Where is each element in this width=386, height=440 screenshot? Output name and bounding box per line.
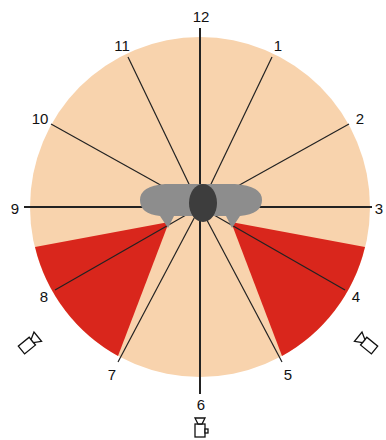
clock-number: 12 [193, 8, 210, 25]
shoulders [140, 184, 262, 228]
cameras [18, 332, 379, 437]
clock-number: 2 [356, 110, 364, 127]
clock-number: 8 [40, 288, 48, 305]
clock-number: 3 [375, 200, 383, 217]
clock-number: 10 [32, 110, 49, 127]
clock-number: 7 [108, 366, 116, 383]
clock-number: 5 [284, 366, 292, 383]
clock-number: 11 [114, 37, 130, 54]
clock-number: 1 [274, 37, 282, 54]
clock-number: 6 [197, 396, 205, 413]
main-axes [24, 28, 372, 394]
clock-number: 4 [352, 288, 360, 305]
left-zone-wedge [35, 222, 169, 356]
clock-number: 9 [11, 200, 19, 217]
right-zone-wedge [231, 222, 365, 356]
head [189, 184, 217, 222]
